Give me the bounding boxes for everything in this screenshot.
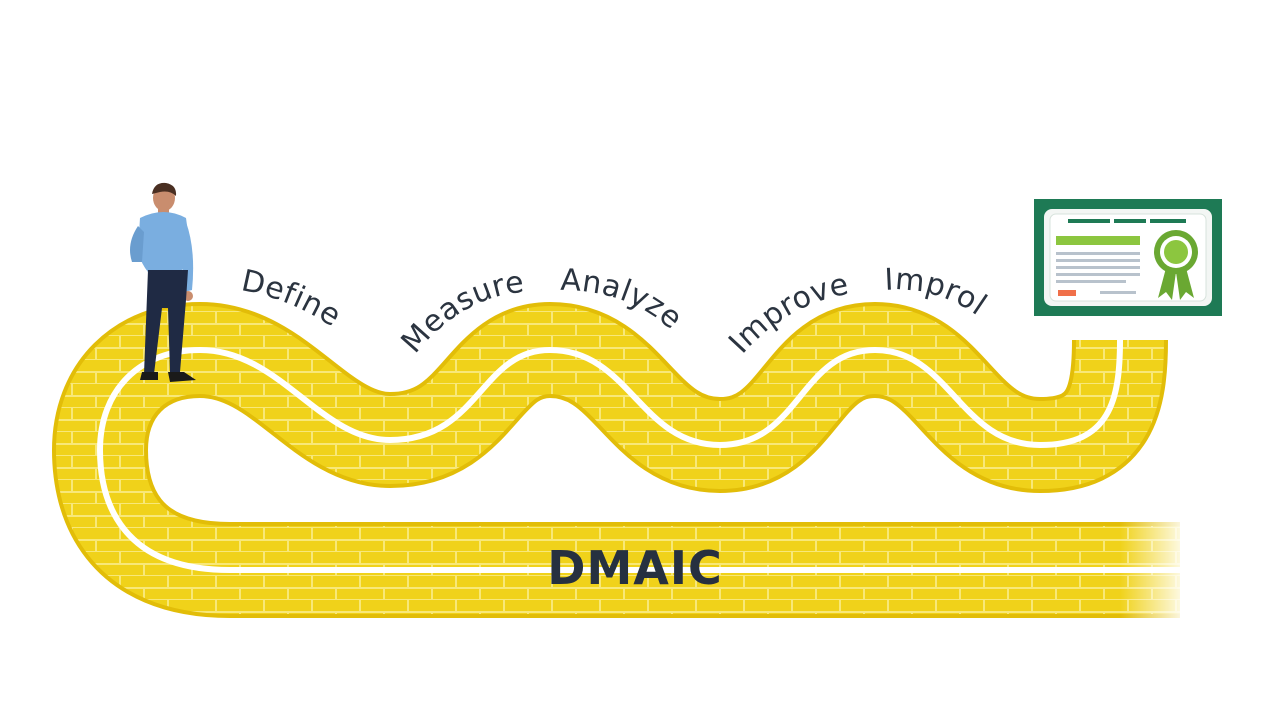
award-seal-icon — [1154, 230, 1198, 300]
road-end-mask — [1186, 500, 1280, 640]
certificate-icon — [1034, 199, 1222, 316]
person-walking-icon — [130, 182, 196, 382]
road-brick-surface — [56, 306, 1180, 614]
center-label: DMAIC — [547, 541, 722, 595]
road-fade — [1120, 505, 1190, 635]
road-lane-separator — [97, 339, 1180, 573]
certificate-text-lines — [1056, 252, 1140, 294]
brick-road — [52, 302, 1280, 640]
